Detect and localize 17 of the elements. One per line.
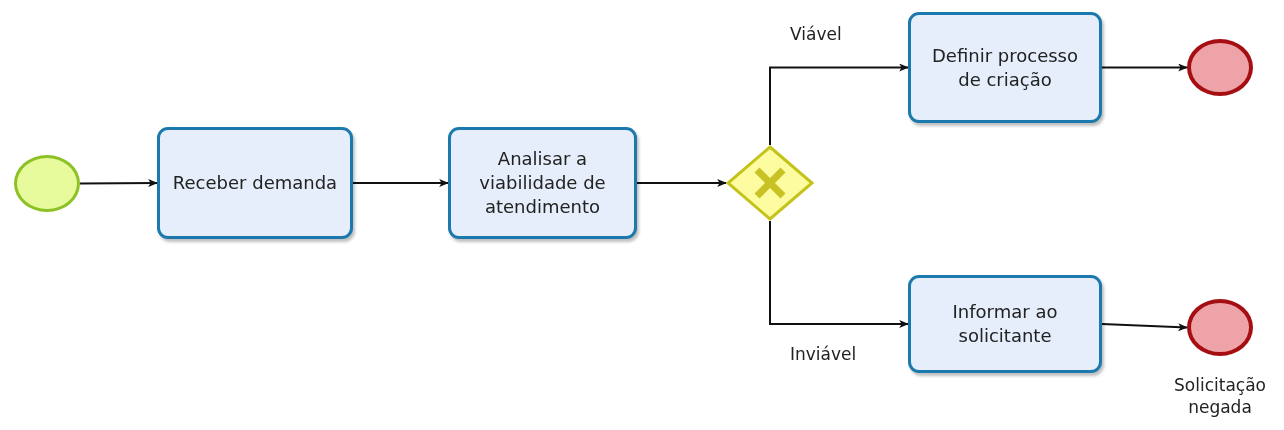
arrow: [1101, 63, 1188, 72]
task-label: Receber demanda: [171, 171, 339, 195]
task-label: Definir processo de criação: [931, 43, 1079, 92]
task-label: Informar ao solicitante: [951, 300, 1059, 348]
arrow: [352, 179, 449, 187]
task-box: [908, 275, 1102, 373]
arrow: [636, 179, 727, 187]
arrow: [1101, 323, 1188, 332]
event-label: Solicitação negada: [1173, 374, 1267, 418]
task-box: [448, 127, 637, 239]
gateway-diamond: [726, 145, 814, 221]
task-label: Analisar a viabilidade de atendimento: [478, 147, 607, 219]
arrow: [769, 63, 909, 146]
arrow: [79, 179, 158, 188]
arrow: [769, 220, 909, 328]
task-box: [908, 12, 1102, 123]
task-box: [157, 127, 353, 239]
